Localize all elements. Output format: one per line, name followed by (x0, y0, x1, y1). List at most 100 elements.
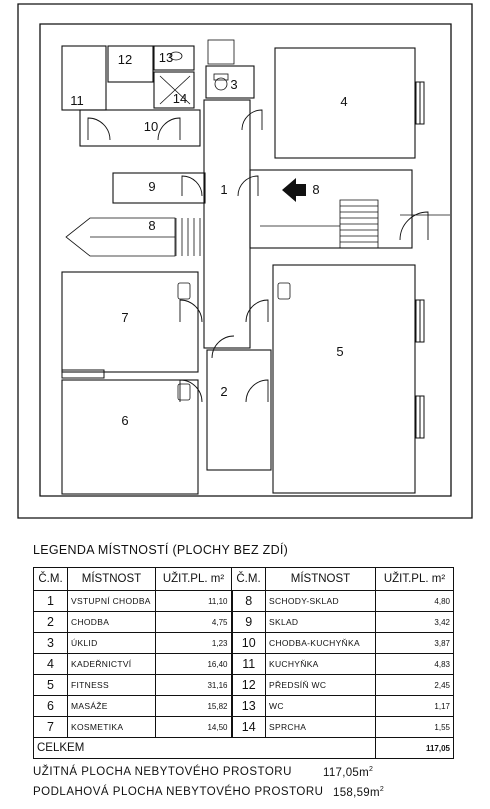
room-label-8a: 8 (148, 218, 155, 233)
room-no: 4 (33, 653, 68, 675)
room-label-11: 11 (70, 93, 84, 108)
room-label-8b: 8 (312, 182, 319, 197)
floor-area-summary: PODLAHOVÁ PLOCHA NEBYTOVÉHO PROSTORU 158… (33, 786, 384, 799)
room-no: 2 (33, 611, 68, 633)
staircases (65, 199, 450, 257)
room-area: 4,75 (155, 611, 233, 633)
room-name: VSTUPNÍ CHODBA (67, 590, 156, 612)
room-label-10: 10 (144, 119, 158, 134)
floor-plan: 1 2 3 4 5 6 7 8 8 9 10 11 12 13 14 (17, 3, 473, 519)
room-label-5: 5 (336, 344, 343, 359)
corridor-1-outline (203, 99, 251, 349)
room-label-12: 12 (118, 52, 132, 67)
room-area: 1,23 (155, 632, 233, 654)
legend-title: LEGENDA MÍSTNOSTÍ (PLOCHY BEZ ZDÍ) (33, 543, 289, 557)
room-13-outline (153, 45, 195, 71)
unit-superscript: 2 (379, 786, 385, 793)
room-name: SPRCHA (265, 716, 376, 738)
room-7-outline (61, 271, 199, 373)
room-no: 6 (33, 695, 68, 717)
table-row: 6 MASÁŽE 15,82 13 WC 1,17 (33, 695, 454, 717)
room-name: FITNESS (67, 674, 156, 696)
header-room-no: Č.M. (231, 567, 266, 591)
room-name: ÚKLID (67, 632, 156, 654)
room-label-9: 9 (148, 179, 155, 194)
room-area: 1,55 (375, 716, 454, 738)
room-name: KADEŘNICTVÍ (67, 653, 156, 675)
room-name: CHODBA (67, 611, 156, 633)
total-label: CELKEM (33, 737, 376, 759)
header-room-no: Č.M. (33, 567, 68, 591)
exterior-wall (17, 3, 473, 519)
room-no: 5 (33, 674, 68, 696)
table-row: 3 ÚKLID 1,23 10 CHODBA-KUCHYŇKA 3,87 (33, 632, 454, 654)
table-row: 2 CHODBA 4,75 9 SKLAD 3,42 (33, 611, 454, 633)
usable-area-label: UŽITNÁ PLOCHA NEBYTOVÉHO PROSTORU (33, 766, 292, 778)
header-area: UŽIT.PL. m² (155, 567, 232, 591)
room-5-outline (272, 264, 416, 494)
fixtures (159, 39, 291, 401)
header-room-name: MÍSTNOST (265, 567, 376, 591)
room-area: 1,17 (375, 695, 454, 717)
room-label-4: 4 (340, 94, 347, 109)
header-room-name: MÍSTNOST (67, 567, 156, 591)
room-10-outline (79, 109, 201, 147)
room-area: 31,16 (155, 674, 233, 696)
room-label-6: 6 (121, 413, 128, 428)
room-name: KOSMETIKA (67, 716, 156, 738)
room-label-14: 14 (173, 91, 187, 106)
room-2-outline (206, 349, 272, 471)
total-row: CELKEM 117,05 (33, 737, 454, 759)
room-no: 14 (231, 716, 266, 738)
room-name: CHODBA-KUCHYŇKA (265, 632, 376, 654)
room-area: 11,10 (155, 590, 233, 612)
room-name: WC (265, 695, 376, 717)
table-row: 4 KADEŘNICTVÍ 16,40 11 KUCHYŇKA 4,83 (33, 653, 454, 675)
room-area: 16,40 (155, 653, 233, 675)
room-no: 7 (33, 716, 68, 738)
room-area: 4,80 (375, 590, 454, 612)
room-no: 3 (33, 632, 68, 654)
room-4-outline (274, 47, 416, 159)
table-row: 7 KOSMETIKA 14,50 14 SPRCHA 1,55 (33, 716, 454, 738)
room-area: 14,50 (155, 716, 233, 738)
floor-area-label: PODLAHOVÁ PLOCHA NEBYTOVÉHO PROSTORU (33, 786, 324, 798)
room-14-outline (153, 71, 195, 109)
room-no: 8 (231, 590, 266, 612)
room-9-outline (112, 172, 206, 204)
room-label-2: 2 (220, 384, 227, 399)
room-area: 4,83 (375, 653, 454, 675)
room-8b-outline (249, 169, 413, 249)
usable-area-value: 117,05m (323, 766, 369, 779)
doors (87, 109, 429, 403)
room-12-outline (107, 45, 154, 83)
entrance-arrow (282, 178, 306, 202)
room-label-13: 13 (159, 50, 173, 65)
room-no: 1 (33, 590, 68, 612)
usable-area-summary: UŽITNÁ PLOCHA NEBYTOVÉHO PROSTORU 117,05… (33, 766, 373, 779)
room-no: 9 (231, 611, 266, 633)
table-row: 5 FITNESS 31,16 12 PŘEDSÍŇ WC 2,45 (33, 674, 454, 696)
room-area: 2,45 (375, 674, 454, 696)
room-area: 3,87 (375, 632, 454, 654)
room-6-outline (61, 379, 199, 495)
room-label-3: 3 (230, 77, 237, 92)
room-name: SCHODY-SKLAD (265, 590, 376, 612)
room-no: 11 (231, 653, 266, 675)
header-area: UŽIT.PL. m² (375, 567, 454, 591)
room-walls (61, 45, 416, 495)
room-area: 15,82 (155, 695, 233, 717)
windows (61, 81, 425, 439)
room-no: 12 (231, 674, 266, 696)
room-label-7: 7 (121, 310, 128, 325)
room-name: SKLAD (265, 611, 376, 633)
room-name: PŘEDSÍŇ WC (265, 674, 376, 696)
room-legend-table: Č.M. MÍSTNOST UŽIT.PL. m² Č.M. MÍSTNOST … (33, 567, 454, 759)
table-row: 1 VSTUPNÍ CHODBA 11,10 8 SCHODY-SKLAD 4,… (33, 590, 454, 612)
legend-header-row: Č.M. MÍSTNOST UŽIT.PL. m² Č.M. MÍSTNOST … (33, 567, 454, 591)
room-name: MASÁŽE (67, 695, 156, 717)
room-11-outline (61, 45, 107, 111)
room-no: 10 (231, 632, 266, 654)
floor-area-value: 158,59m (333, 786, 380, 799)
room-3-outline (205, 65, 255, 99)
